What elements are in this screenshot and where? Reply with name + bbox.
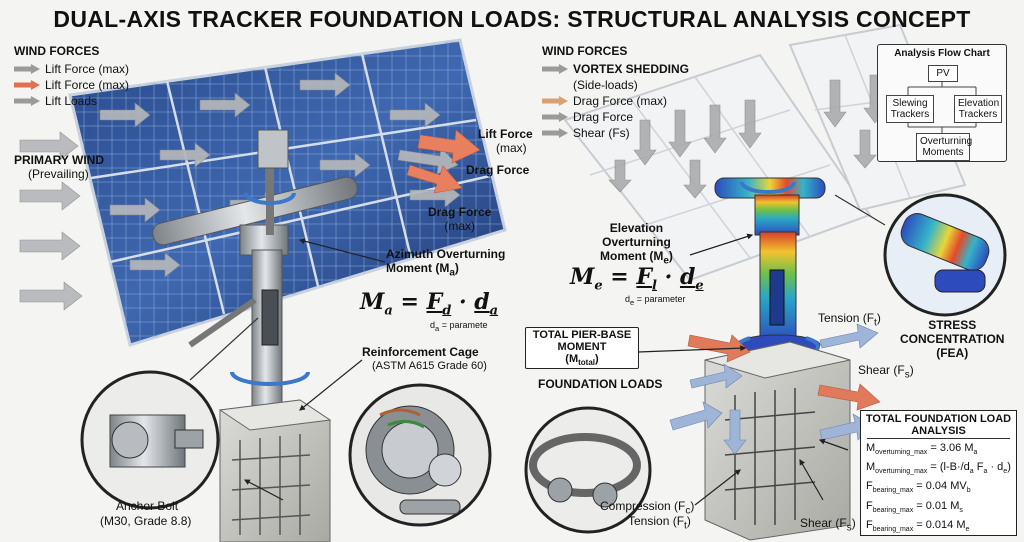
- drag-force-label: Drag Force (max): [428, 205, 492, 234]
- elevation-note: de = parameter: [625, 294, 686, 307]
- analysis-rows: Moverturning_max = 3.06 Ma Moverturning_m…: [861, 441, 1016, 537]
- analysis-flow-chart: Analysis Flow Chart PV Slewing Trackers …: [877, 44, 1007, 162]
- left-wind-legend-label: Lift Force (max): [45, 78, 130, 92]
- flow-node-overturning: Overturning Moments: [916, 133, 972, 161]
- azimuth-moment-label: Azimuth Overturning Moment (Ma): [386, 247, 506, 279]
- right-wind-legend-label: Shear (Fs): [573, 126, 630, 140]
- analysis-row: Fbearing_max = 0.014 Me: [866, 518, 970, 533]
- left-detail-gearbox: [80, 317, 259, 510]
- left-wind-legend-item: Lift Force (max): [14, 62, 129, 76]
- anchor-bolt-sub: (M30, Grade 8.8): [100, 514, 192, 528]
- wind-arrow-icon: [542, 64, 568, 74]
- stress-concentration-label: STRESS CONCENTRATION (FEA): [900, 318, 1005, 360]
- right-wind-legend-label: Drag Force: [573, 110, 634, 124]
- reinforcement-cage-title: Reinforcement Cage: [362, 345, 479, 359]
- wind-arrow-icon: [14, 80, 40, 90]
- elevation-moment-label: Elevation Overturning Moment (Me): [600, 221, 673, 266]
- right-wind-legend-item: Drag Force: [542, 110, 633, 124]
- shear-right-label: Shear (Fs): [858, 363, 914, 381]
- right-wind-legend-item: (Side-loads): [542, 78, 638, 92]
- right-detail-slewing-ring: [524, 406, 652, 534]
- lift-force-title: Lift Force: [478, 127, 533, 141]
- wind-arrow-icon: [542, 128, 568, 138]
- left-wind-forces-heading: WIND FORCES: [14, 44, 100, 58]
- tension-bottom-label: Tension (Ft): [628, 514, 691, 532]
- drag-force-title: Drag Force: [428, 205, 492, 219]
- flow-node-elevation: Elevation Trackers: [954, 95, 1002, 123]
- primary-wind-title: PRIMARY WIND: [14, 153, 104, 167]
- right-wind-legend-item: Shear (Fs): [542, 126, 630, 140]
- right-wind-legend-label: (Side-loads): [573, 78, 638, 92]
- anchor-bolt-title: Anchor Bolt: [116, 499, 179, 513]
- right-wind-legend-item: VORTEX SHEDDING: [542, 62, 689, 76]
- right-fea-pier: [714, 177, 826, 361]
- analysis-row: Fbearing_max = 0.01 Ms: [866, 499, 963, 514]
- wind-arrow-icon: [542, 96, 568, 106]
- shear-bottom-label: Shear (Fs): [800, 516, 856, 534]
- wind-arrow-icon: [14, 64, 40, 74]
- total-pier-base-moment-box: TOTAL PIER-BASE MOMENT (Mtotal): [525, 327, 639, 369]
- left-wind-legend-item: Lift Force (max): [14, 78, 129, 92]
- left-tracker-pier: [152, 129, 358, 411]
- left-red-arrows: [406, 129, 481, 194]
- reinforcement-cage-sub: (ASTM A615 Grade 60): [372, 360, 487, 372]
- azimuth-title2: Moment (Ma): [386, 260, 459, 279]
- left-wind-legend-label: Lift Force (max): [45, 62, 130, 76]
- left-wind-legend-label: Lift Loads: [45, 94, 98, 108]
- right-wind-forces-heading: WIND FORCES: [542, 44, 628, 58]
- wind-arrow-icon: [14, 96, 40, 106]
- right-detail-stress: [834, 193, 1007, 317]
- page-title: DUAL-AXIS TRACKER FOUNDATION LOADS: STRU…: [53, 6, 971, 32]
- azimuth-formula: Ma = Fd · da: [360, 289, 499, 319]
- drag-force-red-label: Drag Force: [466, 163, 530, 177]
- analysis-row: Fbearing_max = 0.04 MVb: [866, 480, 971, 495]
- right-wind-legend-item: Drag Force (max): [542, 94, 667, 108]
- flow-node-slewing: Slewing Trackers: [886, 95, 934, 123]
- azimuth-note: da = paramete: [430, 320, 488, 333]
- elevation-formula: Me = Fl · de: [570, 264, 704, 294]
- tension-top-label: Tension (Ft): [818, 311, 881, 329]
- right-foundation: [704, 341, 851, 541]
- drag-force-sub: (max): [444, 218, 476, 233]
- leader-lines: [243, 233, 849, 506]
- compression-label: Compression (Fc): [600, 499, 695, 517]
- azimuth-title: Azimuth Overturning: [386, 247, 506, 261]
- lift-force-sub: (max): [496, 140, 527, 155]
- right-wind-legend-label: VORTEX SHEDDING: [573, 62, 690, 76]
- wind-arrow-icon: [542, 112, 568, 122]
- left-detail-slewing-gear: [348, 383, 492, 527]
- left-foundation: [218, 399, 332, 542]
- right-wind-legend-label: Drag Force (max): [573, 94, 668, 108]
- lift-force-label: Lift Force (max): [478, 127, 533, 156]
- flow-node-pv: PV: [928, 65, 958, 82]
- analysis-row: Moverturning_max = (l-B·/da Fa · de): [866, 461, 1011, 476]
- total-foundation-load-analysis: TOTAL FOUNDATION LOAD ANALYSIS Moverturn…: [860, 410, 1017, 536]
- flow-chart-title: Analysis Flow Chart: [894, 48, 990, 59]
- analysis-row: Moverturning_max = 3.06 Ma: [866, 442, 978, 457]
- left-wind-legend-item: Lift Loads: [14, 94, 97, 108]
- foundation-loads-label: FOUNDATION LOADS: [538, 377, 663, 391]
- primary-wind-sub: (Prevailing): [28, 167, 89, 181]
